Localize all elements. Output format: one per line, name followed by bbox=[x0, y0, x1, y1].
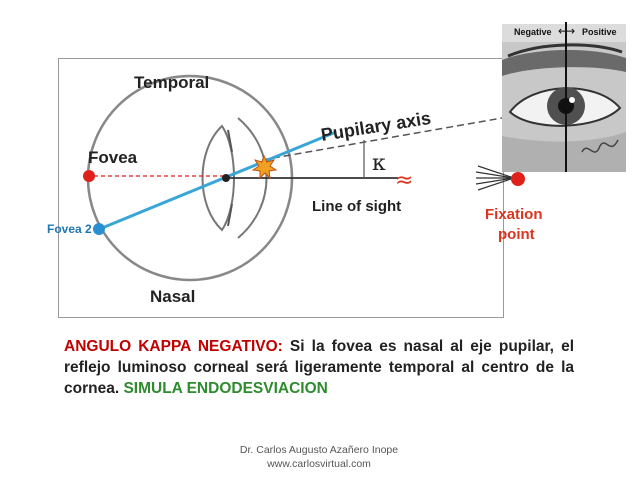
fixation-label-line1: Fixation bbox=[485, 206, 543, 223]
pupilary-axis-dashed bbox=[261, 117, 503, 161]
approx-symbol: ≈ bbox=[395, 168, 413, 193]
fovea2-dot bbox=[93, 223, 105, 235]
temporal-label: Temporal bbox=[134, 73, 209, 92]
fovea-dot bbox=[83, 170, 95, 182]
fovea2-label: Fovea 2 bbox=[47, 222, 92, 236]
fixation-dot bbox=[511, 172, 525, 186]
corneal-reflex-icon bbox=[251, 154, 278, 180]
eye-photo-drawing bbox=[502, 12, 626, 172]
crystalline-lens bbox=[201, 124, 235, 232]
fovea-label: Fovea bbox=[88, 148, 138, 167]
footer: Dr. Carlos Augusto Azañero Inope www.car… bbox=[0, 443, 638, 471]
kappa-symbol: κ bbox=[372, 151, 386, 176]
pupil-center-dot bbox=[222, 174, 230, 182]
line-of-sight-label: Line of sight bbox=[312, 198, 401, 215]
fixation-rays bbox=[475, 165, 515, 191]
positive-label: Positive bbox=[582, 27, 617, 37]
caption-highlight: SIMULA ENDODESVIACION bbox=[123, 380, 328, 397]
caption-paragraph: ANGULO KAPPA NEGATIVO: Si la fovea es na… bbox=[64, 336, 574, 399]
caption-title: ANGULO KAPPA NEGATIVO: bbox=[64, 338, 283, 355]
iris-upper bbox=[227, 129, 233, 153]
iris-lower bbox=[227, 203, 233, 227]
eye-photo: Negative ⟷ Positive bbox=[502, 12, 626, 172]
pupilary-axis-line bbox=[101, 130, 337, 230]
footer-author: Dr. Carlos Augusto Azañero Inope bbox=[239, 444, 399, 456]
diagram-frame bbox=[58, 58, 504, 318]
footer-website: www.carlosvirtual.com bbox=[267, 458, 371, 470]
double-arrow-icon: ⟷ bbox=[558, 24, 576, 38]
negative-label: Negative bbox=[514, 27, 552, 37]
fixation-label-line2: point bbox=[498, 226, 535, 243]
nasal-label: Nasal bbox=[150, 287, 195, 306]
caption-body: Si la fovea es nasal al eje pupilar, el … bbox=[64, 338, 574, 397]
